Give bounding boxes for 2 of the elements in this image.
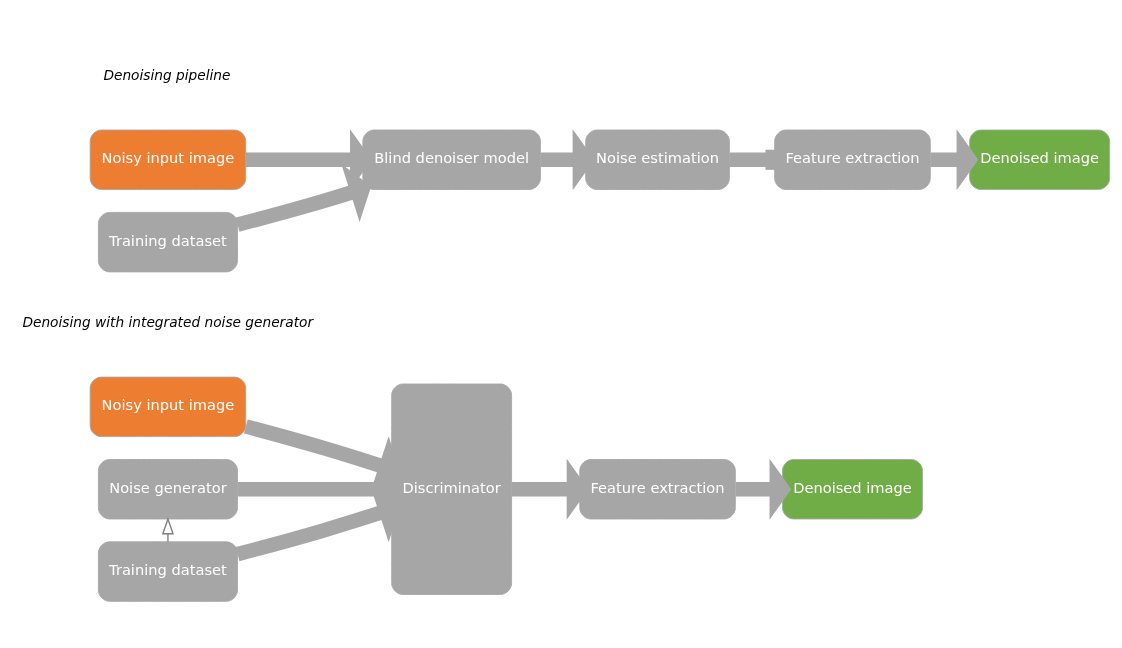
label: Denoising with integrated noise generator (22, 313, 314, 330)
label: Denoising pipeline (103, 66, 231, 83)
